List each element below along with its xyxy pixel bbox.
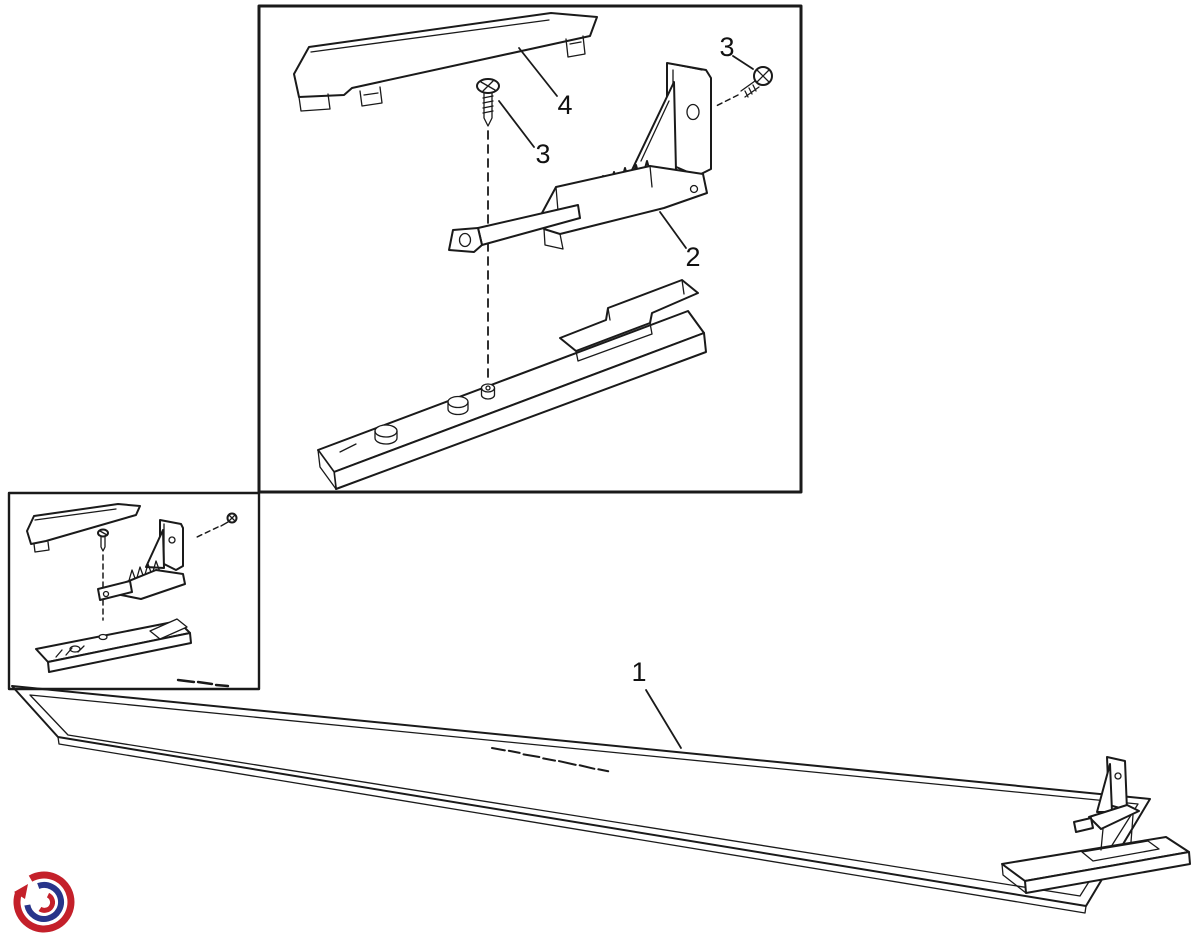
foot-raised-pad (1081, 840, 1160, 862)
mini-bracket-hole (168, 536, 176, 544)
mini-cover-body (26, 503, 141, 545)
rail-ledge-edges (575, 279, 685, 362)
mini-screw-right-cross (220, 514, 236, 527)
callout-cover-leader (518, 47, 558, 97)
rail-step-line (339, 443, 357, 453)
rail-left-end (317, 449, 337, 490)
panel-inner-border (29, 694, 1139, 897)
right-screw-cross (756, 69, 770, 83)
latch-base (541, 165, 708, 235)
small-inset-border (7, 491, 261, 691)
rail-pad (374, 424, 398, 438)
rail-boss (447, 395, 469, 409)
panel-front-thickness (57, 736, 1087, 914)
latch-gusset (631, 81, 677, 172)
latch-base-pin (689, 184, 699, 194)
top-inset: 4 3 (257, 4, 803, 494)
panel-right-foot (1001, 836, 1191, 894)
rail-boss-sides (447, 401, 469, 416)
latch-arm-hole (458, 232, 472, 248)
cover-top-face (293, 12, 598, 98)
mini-rail-front (47, 632, 192, 673)
logo-outer-ring (13, 871, 75, 933)
panel-right-bracket (1073, 756, 1140, 851)
bracket-base (1088, 804, 1140, 830)
callout-cover: 4 (518, 47, 573, 120)
mini-cover-fold (34, 508, 117, 521)
rail-part (317, 279, 707, 490)
logo-arrow (14, 884, 28, 899)
rail-front-face (333, 332, 707, 490)
top-inset-border (257, 4, 803, 494)
center-screw-shank (482, 92, 494, 127)
mini-screw-right (196, 512, 238, 538)
main-panel (11, 685, 1151, 914)
mini-bracket-arm (97, 580, 133, 601)
mini-rail-boss-1 (69, 645, 81, 653)
cover-fold-line (310, 19, 550, 53)
latch-base-edges (543, 165, 653, 250)
mini-rail-hatch (55, 645, 85, 658)
center-screw (476, 78, 500, 384)
mini-inscription (176, 678, 230, 688)
right-screw-shank (740, 80, 760, 98)
mini-rail-raised (149, 618, 188, 640)
rail-top-face (317, 310, 705, 473)
bracket-gusset (1096, 763, 1113, 813)
mini-bracket (97, 519, 186, 601)
mini-cover-tab (33, 541, 50, 553)
latch-arm-bend (477, 227, 483, 246)
mini-bracket-arm-hole (102, 590, 110, 598)
callout-panel-label: 1 (631, 657, 646, 687)
bracket-arm (1073, 817, 1094, 833)
callout-center-screw-leader (498, 100, 535, 148)
rail-screw-post (480, 383, 496, 393)
callout-center-screw-label: 3 (535, 139, 550, 169)
rail-raised-ledge (559, 279, 699, 352)
right-screw (713, 66, 773, 108)
mini-rail-boss-2 (98, 633, 108, 641)
callout-right-screw: 3 (719, 32, 754, 70)
mini-bracket-gusset (145, 529, 165, 569)
rail-pad-sides (374, 430, 398, 445)
mini-cover (26, 503, 141, 553)
center-screw-slot (480, 80, 496, 92)
cover-tabs (298, 35, 586, 112)
latch-plate-hole (686, 103, 700, 121)
latch-arm-end (448, 227, 483, 253)
callout-panel-leader (645, 689, 682, 749)
panel-inscription (491, 747, 610, 773)
callout-bracket: 2 (659, 211, 701, 272)
mini-screw (97, 528, 109, 621)
latch-bracket (448, 62, 712, 253)
right-screw-axis (713, 94, 739, 108)
logo-inner-swirl (24, 881, 65, 922)
mini-rail (35, 618, 192, 673)
panel-top-face (11, 685, 1151, 907)
mini-screw-shank (99, 530, 108, 552)
callout-right-screw-label: 3 (719, 32, 734, 62)
cover-part (293, 12, 598, 112)
small-inset (7, 491, 261, 691)
cover-clip-ticks (363, 41, 582, 96)
callout-center-screw: 3 (498, 100, 551, 169)
callout-right-screw-leader (732, 55, 754, 70)
bracket-supports (1100, 814, 1134, 851)
logo-core-arc (38, 892, 56, 913)
callout-bracket-label: 2 (685, 242, 700, 272)
latch-gusset-edge (640, 100, 670, 162)
rail-post-sides (480, 387, 496, 400)
rail-post-hole (485, 385, 491, 391)
bracket-hole (1114, 772, 1122, 780)
callout-cover-label: 4 (557, 90, 572, 120)
callout-bracket-leader (659, 211, 687, 249)
mini-screw-right-axis (196, 526, 219, 538)
callout-panel: 1 (631, 657, 682, 749)
foot-left-edge (1001, 863, 1027, 894)
brand-logo (13, 871, 75, 933)
